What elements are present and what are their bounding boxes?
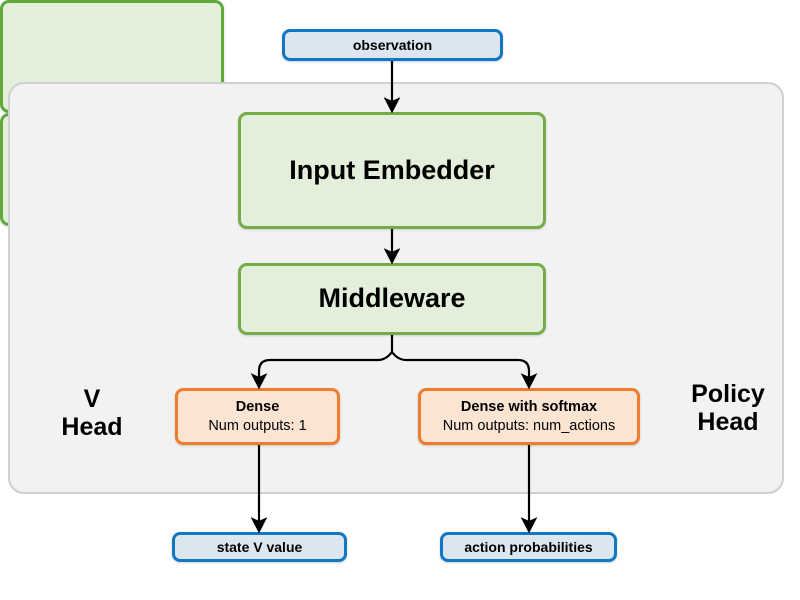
node-input-embedder-label: Input Embedder <box>289 154 495 185</box>
node-dense-policy-subtitle: Num outputs: num_actions <box>442 417 616 434</box>
label-policy-head: Policy Head <box>691 380 765 436</box>
node-dense-v-subtitle: Num outputs: 1 <box>208 417 307 434</box>
node-input-embedder[interactable]: Input Embedder <box>238 112 546 229</box>
node-observation-label: observation <box>352 36 433 53</box>
node-middleware-label: Middleware <box>318 283 466 314</box>
node-state-v-value-label: state V value <box>216 538 303 555</box>
label-v-head: V Head <box>61 385 123 441</box>
node-middleware[interactable]: Middleware <box>238 263 546 335</box>
node-dense-v[interactable]: Dense Num outputs: 1 <box>175 388 340 445</box>
node-action-probabilities[interactable]: action probabilities <box>440 532 617 562</box>
node-dense-v-title: Dense <box>235 398 280 415</box>
node-state-v-value[interactable]: state V value <box>172 532 347 562</box>
node-dense-policy[interactable]: Dense with softmax Num outputs: num_acti… <box>418 388 640 445</box>
node-action-probabilities-label: action probabilities <box>464 538 593 555</box>
node-dense-policy-title: Dense with softmax <box>460 398 598 415</box>
node-observation[interactable]: observation <box>282 29 503 61</box>
